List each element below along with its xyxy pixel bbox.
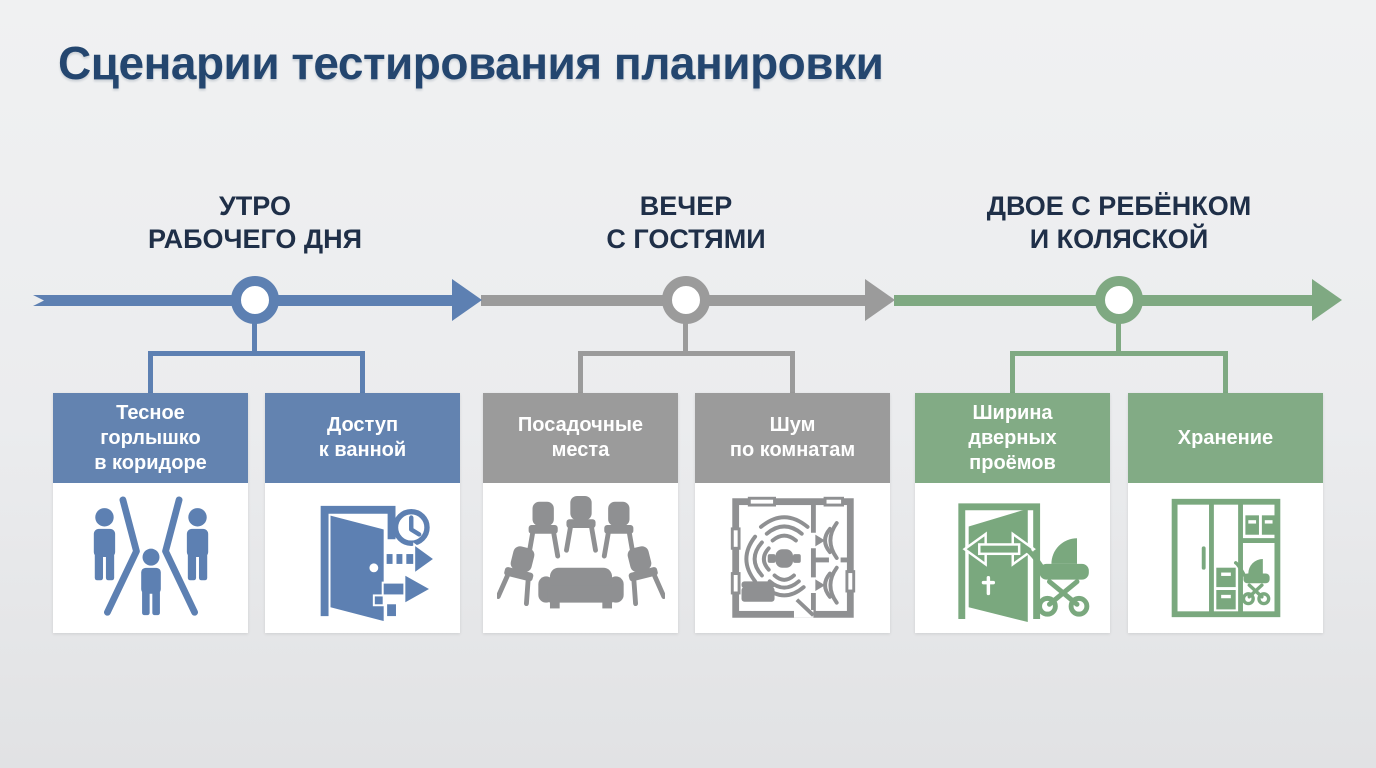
card-door-width: Ширина дверных проёмов bbox=[915, 393, 1110, 633]
arrowhead-icon bbox=[452, 279, 482, 321]
connector-drop bbox=[1010, 351, 1015, 395]
card-title: Тесное горлышко в коридоре bbox=[53, 393, 248, 483]
connector-stem bbox=[252, 320, 257, 353]
card-title: Доступ к ванной bbox=[265, 393, 460, 483]
card-seating-places: Посадочные места bbox=[483, 393, 678, 633]
storage-wardrobe-icon bbox=[1152, 494, 1300, 622]
timeline-node-couple-with-child bbox=[1095, 276, 1143, 324]
card-title: Шум по комнатам bbox=[695, 393, 890, 483]
door-exit-clock-icon bbox=[288, 494, 438, 622]
connector-drop bbox=[360, 351, 365, 395]
connector-stem bbox=[683, 320, 688, 353]
timeline-label-morning: УТРО РАБОЧЕГО ДНЯ bbox=[147, 191, 363, 254]
connector-bracket bbox=[148, 351, 365, 356]
door-width-stroller-icon bbox=[929, 493, 1097, 623]
connector-bracket bbox=[578, 351, 795, 356]
card-title: Посадочные места bbox=[483, 393, 678, 483]
card-corridor-bottleneck: Тесное горлышко в коридоре bbox=[53, 393, 248, 633]
page-title: Сценарии тестирования планировки bbox=[58, 37, 884, 89]
card-bathroom-access: Доступ к ванной bbox=[265, 393, 460, 633]
arrowhead-icon bbox=[865, 279, 895, 321]
timeline-node-morning bbox=[231, 276, 279, 324]
corridor-bottleneck-icon bbox=[77, 495, 225, 621]
card-title: Ширина дверных проёмов bbox=[915, 393, 1110, 483]
card-room-noise: Шум по комнатам bbox=[695, 393, 890, 633]
timeline-label-evening-guests: ВЕЧЕР С ГОСТЯМИ bbox=[606, 191, 766, 254]
arrowhead-icon bbox=[1312, 279, 1342, 321]
connector-drop bbox=[578, 351, 583, 395]
connector-stem bbox=[1116, 320, 1121, 353]
timeline-node-evening-guests bbox=[662, 276, 710, 324]
connector-drop bbox=[1223, 351, 1228, 395]
card-title: Хранение bbox=[1128, 393, 1323, 483]
connector-drop bbox=[148, 351, 153, 395]
connector-bracket bbox=[1010, 351, 1228, 356]
card-storage: Хранение bbox=[1128, 393, 1323, 633]
seating-places-icon bbox=[497, 494, 665, 622]
connector-drop bbox=[790, 351, 795, 395]
timeline-label-couple-with-child: ДВОЕ С РЕБЁНКОМ И КОЛЯСКОЙ bbox=[986, 191, 1252, 254]
room-noise-floorplan-icon bbox=[719, 490, 867, 626]
